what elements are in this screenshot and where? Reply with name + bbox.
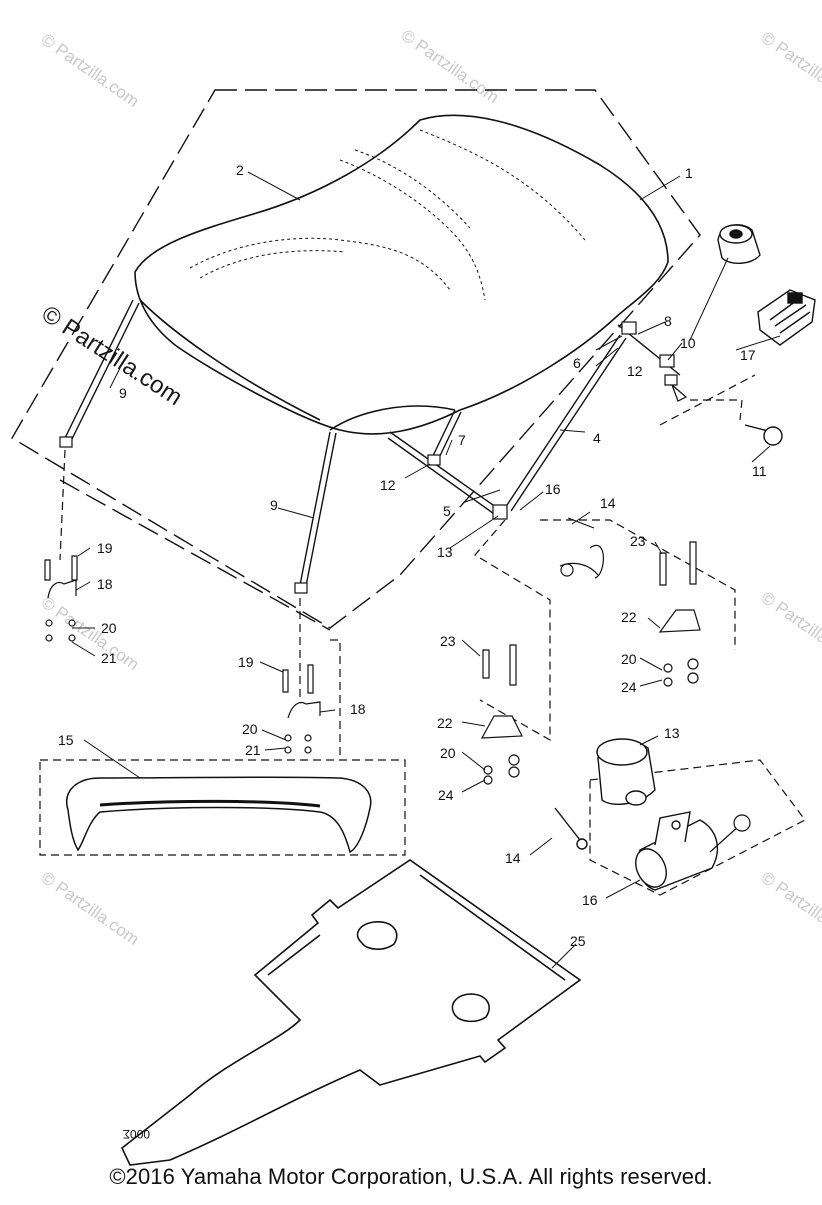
part-16-bolt [709, 814, 751, 853]
callout-13a: 13 [437, 544, 453, 560]
callout-18b: 18 [350, 701, 366, 717]
callout-20b: 20 [242, 721, 258, 737]
canopy [134, 114, 669, 435]
callout-22b: 22 [621, 609, 637, 625]
hardware-set-left [44, 555, 78, 642]
callout-20d: 20 [621, 651, 637, 667]
callout-5: 5 [443, 503, 451, 519]
mat-logo: 000Σ [123, 1127, 150, 1141]
hardware-set-right [658, 541, 701, 687]
callout-20c: 20 [440, 745, 456, 761]
callout-21a: 21 [101, 650, 117, 666]
watermark: © Partzilla.com [758, 588, 822, 669]
callout-9a: 9 [119, 385, 127, 401]
watermark: © Partzilla.com [398, 26, 503, 107]
copyright-footer: ©2016 Yamaha Motor Corporation, U.S.A. A… [109, 1164, 713, 1189]
callout-21b: 21 [245, 742, 261, 758]
part-14-pin-upper [559, 517, 604, 579]
connection-dashes [39, 374, 806, 896]
callout-1: 1 [685, 165, 693, 181]
part-8-bushing [717, 224, 761, 264]
frame-tubes [63, 299, 681, 587]
part-15-bow-cover [66, 776, 372, 854]
top-assembly-outline [11, 89, 701, 631]
part-17-clip [757, 289, 816, 346]
hardware-set-middle [282, 664, 321, 754]
watermark: © Partzilla.com [758, 28, 822, 109]
watermark: © Partzilla.com [38, 593, 143, 674]
part-11-pin [744, 424, 783, 446]
leader-lines [71, 171, 781, 969]
callout-8: 8 [664, 313, 672, 329]
callout-12b: 12 [380, 477, 396, 493]
frame-fittings [59, 321, 675, 594]
callout-12a: 12 [627, 363, 643, 379]
hardware-set-lower [480, 644, 523, 785]
callout-19a: 19 [97, 540, 113, 556]
callout-11: 11 [752, 463, 767, 479]
callout-10: 10 [680, 335, 696, 351]
callout-4: 4 [593, 430, 601, 446]
callout-14b: 14 [505, 850, 521, 866]
callout-13b: 13 [664, 725, 680, 741]
callout-25: 25 [570, 933, 586, 949]
part-25-mat [121, 859, 582, 1166]
callout-23a: 23 [440, 633, 456, 649]
callout-16a: 16 [545, 481, 561, 497]
callout-15: 15 [58, 732, 74, 748]
callout-22a: 22 [437, 715, 453, 731]
part-16-sleeve [635, 811, 719, 891]
callout-18a: 18 [97, 576, 113, 592]
callout-9b: 9 [270, 497, 278, 513]
callout-19b: 19 [238, 654, 254, 670]
callout-14a: 14 [600, 495, 616, 511]
watermark: © Partzilla.com [758, 868, 822, 949]
part-10-spring [664, 374, 688, 402]
watermark: © Partzilla.com [38, 868, 143, 949]
callout-numbers: 1 2 4 5 6 7 8 9 9 10 11 12 12 13 13 14 1… [58, 162, 767, 949]
callout-2: 2 [236, 162, 244, 178]
part-13-cap [596, 738, 656, 806]
part-14-rivet [554, 807, 588, 850]
callout-6: 6 [573, 355, 581, 371]
callout-23b: 23 [630, 533, 646, 549]
callout-20a: 20 [101, 620, 117, 636]
watermark: © Partzilla.com [38, 30, 143, 111]
callout-7: 7 [458, 432, 466, 448]
callout-16b: 16 [582, 892, 598, 908]
callout-24a: 24 [438, 787, 454, 803]
callout-17: 17 [740, 347, 756, 363]
callout-24b: 24 [621, 679, 637, 695]
